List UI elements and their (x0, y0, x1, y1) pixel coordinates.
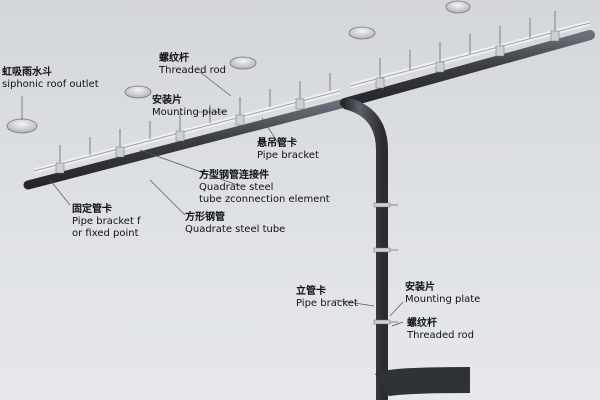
vertical-downpipe (343, 97, 471, 400)
siphonic-outlet-label-en: siphonic roof outlet (2, 79, 99, 90)
connection-element-label-en1: Quadrate steel (199, 182, 274, 193)
threaded-rod-vertical-label-en: Threaded rod (407, 330, 475, 341)
fixed-bracket-label: 固定管卡 Pipe bracket f or fixed point (72, 204, 141, 240)
fixed-bracket-label-en1: Pipe bracket f (72, 216, 141, 227)
leader-lines (21, 71, 404, 327)
vertical-pipe-brackets (373, 202, 398, 325)
pipe-bracket-top-label-en: Pipe bracket (257, 150, 319, 161)
siphonic-outlet-label-zh: 虹吸雨水斗 (2, 67, 52, 78)
threaded-rod-top-label: 螺纹杆 Threaded rod (159, 53, 226, 77)
mounting-plate-vertical-label: 安装片 Mounting plate (405, 282, 480, 306)
connection-element-label-en2: tube zconnection element (199, 194, 330, 205)
mounting-plate-top-label-en: Mounting plate (152, 107, 228, 118)
mounting-plate-top-label: 安装片 Mounting plate (152, 95, 227, 119)
pipe-bracket-top-label-zh: 悬吊管卡 (257, 138, 297, 149)
mounting-plate-top-label-zh: 安装片 (152, 95, 182, 106)
threaded-rod-vertical-label: 螺纹杆 Threaded rod (407, 318, 474, 342)
mounting-plate-vertical-label-en: Mounting plate (405, 294, 481, 305)
fixed-bracket-label-zh: 固定管卡 (72, 204, 112, 215)
siphonic-roof-outlets (6, 0, 574, 178)
threaded-rod-vertical-label-zh: 螺纹杆 (407, 318, 437, 329)
quadrate-tube-label-en: Quadrate steel tube (185, 224, 286, 235)
quadrate-tube-label: 方形钢管 Quadrate steel tube (185, 212, 285, 236)
threaded-rod-top-label-en: Threaded rod (159, 65, 227, 76)
pipe-bracket-vertical-label-zh: 立管卡 (296, 286, 326, 297)
pipe-bracket-top-label: 悬吊管卡 Pipe bracket (257, 138, 319, 162)
fixed-bracket-label-en2: or fixed point (72, 228, 139, 239)
mounting-plate-vertical-label-zh: 安装片 (405, 282, 435, 293)
connection-element-label: 方型钢管连接件 Quadrate steel tube zconnection … (199, 170, 330, 206)
pipe-bracket-vertical-label: 立管卡 Pipe bracket (296, 286, 358, 310)
collector-pipe (23, 30, 595, 190)
connection-element-label-zh: 方型钢管连接件 (199, 170, 269, 181)
siphonic-outlet-label: 虹吸雨水斗 siphonic roof outlet (2, 67, 99, 91)
quadrate-steel-tube (33, 20, 591, 174)
threaded-rod-top-label-zh: 螺纹杆 (159, 53, 189, 64)
quadrate-tube-label-zh: 方形钢管 (185, 212, 225, 223)
pipe-bracket-vertical-label-en: Pipe bracket (296, 298, 358, 309)
